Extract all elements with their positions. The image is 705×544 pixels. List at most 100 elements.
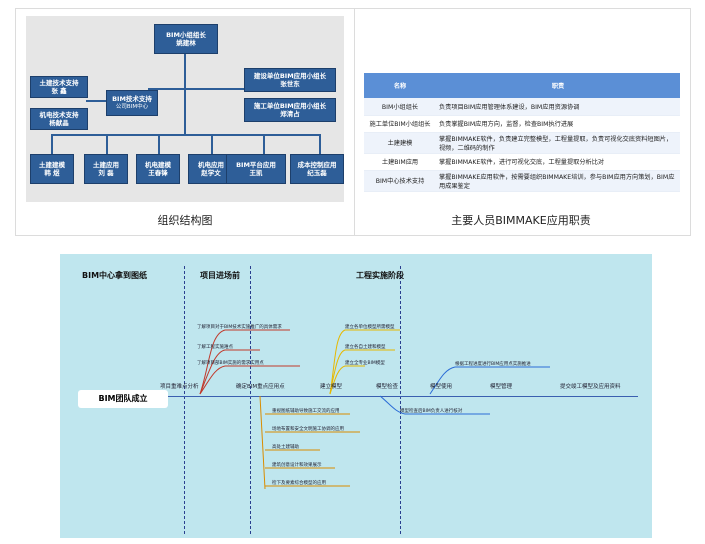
org-chart: BIM小组组长 姚建林 土建技术支持 张 鑫 机电技术支持 杨献晶 BIM技术支… xyxy=(26,16,344,202)
org-line xyxy=(51,134,321,136)
org-box-civil-support: 土建技术支持 张 鑫 xyxy=(30,76,88,98)
org-line xyxy=(158,134,160,154)
table-row: 土建建模掌握BIMMAKE软件，负责建立完整模型，工程量提取，负责可视化交底资料… xyxy=(364,132,680,154)
mind-leaf: 检下及要素综合模型的应用 xyxy=(272,481,326,486)
phase-heading: BIM中心拿到图纸 xyxy=(82,271,148,280)
mind-leaf: 建筑创意设计和效果展示 xyxy=(272,463,322,468)
org-box-title: 土建应用 xyxy=(93,160,119,169)
table-row: BIM中心技术支持掌握BIMMAKE应用软件，按需要组织BIMMAKE培训，参与… xyxy=(364,170,680,192)
table-header-name: 名称 xyxy=(364,73,436,98)
table-cell-role: BIM小组组长 xyxy=(364,98,436,116)
mind-leaf: 建立全专业BIM模型 xyxy=(345,361,385,366)
mind-leaf: 了解工程实施难点 xyxy=(197,345,233,350)
mind-leaf: 模型检查后BIM负责人进行核对 xyxy=(400,409,463,414)
mind-leaf: 重视图纸辅助导致施工交流的应用 xyxy=(272,409,340,414)
org-box-mep-support: 机电技术支持 杨献晶 xyxy=(30,108,88,130)
org-box-name: 郑清占 xyxy=(280,110,300,118)
org-box-name: 姚建林 xyxy=(176,39,196,47)
phase-heading: 工程实施阶段 xyxy=(356,271,404,280)
table-cell-role: BIM中心技术支持 xyxy=(364,170,436,192)
table-cell-duty: 负责项目BIM应用管理体系建设，BIM应用资源协调 xyxy=(436,98,680,116)
mind-node: 模型检查 xyxy=(376,384,399,390)
org-box-title: 建设单位BIM应用小组长 xyxy=(253,71,327,80)
org-box-owner-leader: 建设单位BIM应用小组长 张世东 xyxy=(244,68,336,92)
org-line xyxy=(319,134,321,154)
org-box-bim-support: BIM技术支持 公司BIM中心 xyxy=(106,90,158,116)
mind-leaf: 场地布置和安全文明施工协调的应用 xyxy=(272,427,344,432)
table-cell-duty: 掌握BIMMAKE软件，进行可视化交底，工程量提取分析比对 xyxy=(436,153,680,171)
mind-node: 项目重难点分析 xyxy=(160,384,199,390)
org-box-name: 张世东 xyxy=(280,80,300,88)
org-line xyxy=(211,134,213,154)
main-branch-line xyxy=(108,396,638,397)
mind-node: 提交竣工模型及应用资料 xyxy=(560,384,621,390)
mind-node: 模型使用 xyxy=(430,384,453,390)
org-box-team: 成本控制应用纪玉磊 xyxy=(290,154,344,184)
org-box-title: BIM平台应用 xyxy=(236,160,276,169)
mind-map: BIM中心拿到图纸 项目进场前 工程实施阶段 BIM团队成立 项目重难点分析 确… xyxy=(60,254,652,538)
org-box-name: 赵学文 xyxy=(201,169,221,177)
table-row: BIM小组组长负责项目BIM应用管理体系建设，BIM应用资源协调 xyxy=(364,98,680,116)
org-box-leader: BIM小组组长 姚建林 xyxy=(154,24,218,54)
frame-divider xyxy=(354,9,355,235)
org-box-title: 机电应用 xyxy=(198,160,224,169)
mind-leaf: 建立各单位模型所需模型 xyxy=(345,325,395,330)
org-box-title: 机电技术支持 xyxy=(39,110,79,119)
table-cell-role: 土建建模 xyxy=(364,132,436,154)
org-box-name: 纪玉磊 xyxy=(307,169,327,177)
org-box-team: 土建应用刘 磊 xyxy=(84,154,128,184)
phase-divider xyxy=(250,266,251,534)
org-line xyxy=(51,134,53,154)
branch-line xyxy=(199,349,260,395)
phase-heading: 项目进场前 xyxy=(200,271,240,280)
org-box-title: BIM技术支持 xyxy=(112,94,152,103)
mind-node: 模型管理 xyxy=(490,384,513,390)
table-cell-role: 施工单位BIM小组组长 xyxy=(364,115,436,133)
org-line xyxy=(86,100,106,102)
mind-node: 确定BIM重点应用点 xyxy=(236,384,285,390)
org-box-name: 张 鑫 xyxy=(51,87,67,95)
table-header-duty: 职责 xyxy=(436,73,680,98)
mind-leaf: 高处土建辅助 xyxy=(272,445,299,450)
org-box-team: 土建建模韩 煜 xyxy=(30,154,74,184)
org-line xyxy=(184,54,186,134)
org-line xyxy=(106,134,108,154)
branch-line xyxy=(329,365,365,395)
branch-line xyxy=(199,365,300,395)
top-frame xyxy=(15,8,691,236)
org-box-sub: 公司BIM中心 xyxy=(115,104,149,110)
mind-leaf: 了解项目部BIM实施的需求实用点 xyxy=(197,361,264,366)
mind-branches xyxy=(199,329,550,490)
org-box-title: 土建技术支持 xyxy=(39,78,79,87)
org-box-name: 刘 磊 xyxy=(98,169,114,177)
table-cell-duty: 掌握BIMMAKE应用软件，按需要组织BIMMAKE培训，参与BIM应用方向策划… xyxy=(436,170,680,192)
org-box-title: 机电建模 xyxy=(145,160,171,169)
branch-line xyxy=(429,366,550,395)
table-cell-duty: 掌握BIMMAKE软件，负责建立完整模型，工程量提取，负责可视化交底资料短图片，… xyxy=(436,132,680,154)
table-header-row: 名称 职责 xyxy=(364,73,680,98)
org-box-title: 土建建模 xyxy=(39,160,65,169)
org-box-title: 施工单位BIM应用小组长 xyxy=(253,101,327,110)
org-line xyxy=(148,88,244,90)
org-chart-caption: 组织结构图 xyxy=(157,214,213,227)
duty-table: 名称 职责 BIM小组组长负责项目BIM应用管理体系建设，BIM应用资源协调 施… xyxy=(364,73,680,192)
org-box-title: 成本控制应用 xyxy=(297,160,337,169)
phase-divider xyxy=(184,266,185,534)
table-cell-role: 土建BIM应用 xyxy=(364,153,436,171)
branch-line xyxy=(259,395,360,490)
org-box-title: BIM小组组长 xyxy=(166,30,206,39)
branch-line xyxy=(199,329,290,395)
table-caption: 主要人员BIMMAKE应用职责 xyxy=(451,214,591,227)
phase-divider xyxy=(400,266,401,534)
mind-leaf: 建立各自土建和模型 xyxy=(345,345,386,350)
org-box-name: 韩 煜 xyxy=(44,169,60,177)
branch-line xyxy=(329,349,395,395)
mind-node: 建立模型 xyxy=(320,384,343,390)
table-row: 土建BIM应用掌握BIMMAKE软件，进行可视化交底，工程量提取分析比对 xyxy=(364,153,680,171)
mind-leaf: 了解项目对于BIM技术实施推广的具体需求 xyxy=(197,325,282,330)
org-box-name: 王凯 xyxy=(249,169,263,177)
root-node: BIM团队成立 xyxy=(78,390,168,408)
table-row: 施工单位BIM小组组长负责掌握BIM应用方向，监督，检查BIM执行进展 xyxy=(364,115,680,133)
mind-leaf: 根据工程进度进行BIM应用点实施推进 xyxy=(455,362,531,367)
org-box-name: 王春锋 xyxy=(148,169,168,177)
